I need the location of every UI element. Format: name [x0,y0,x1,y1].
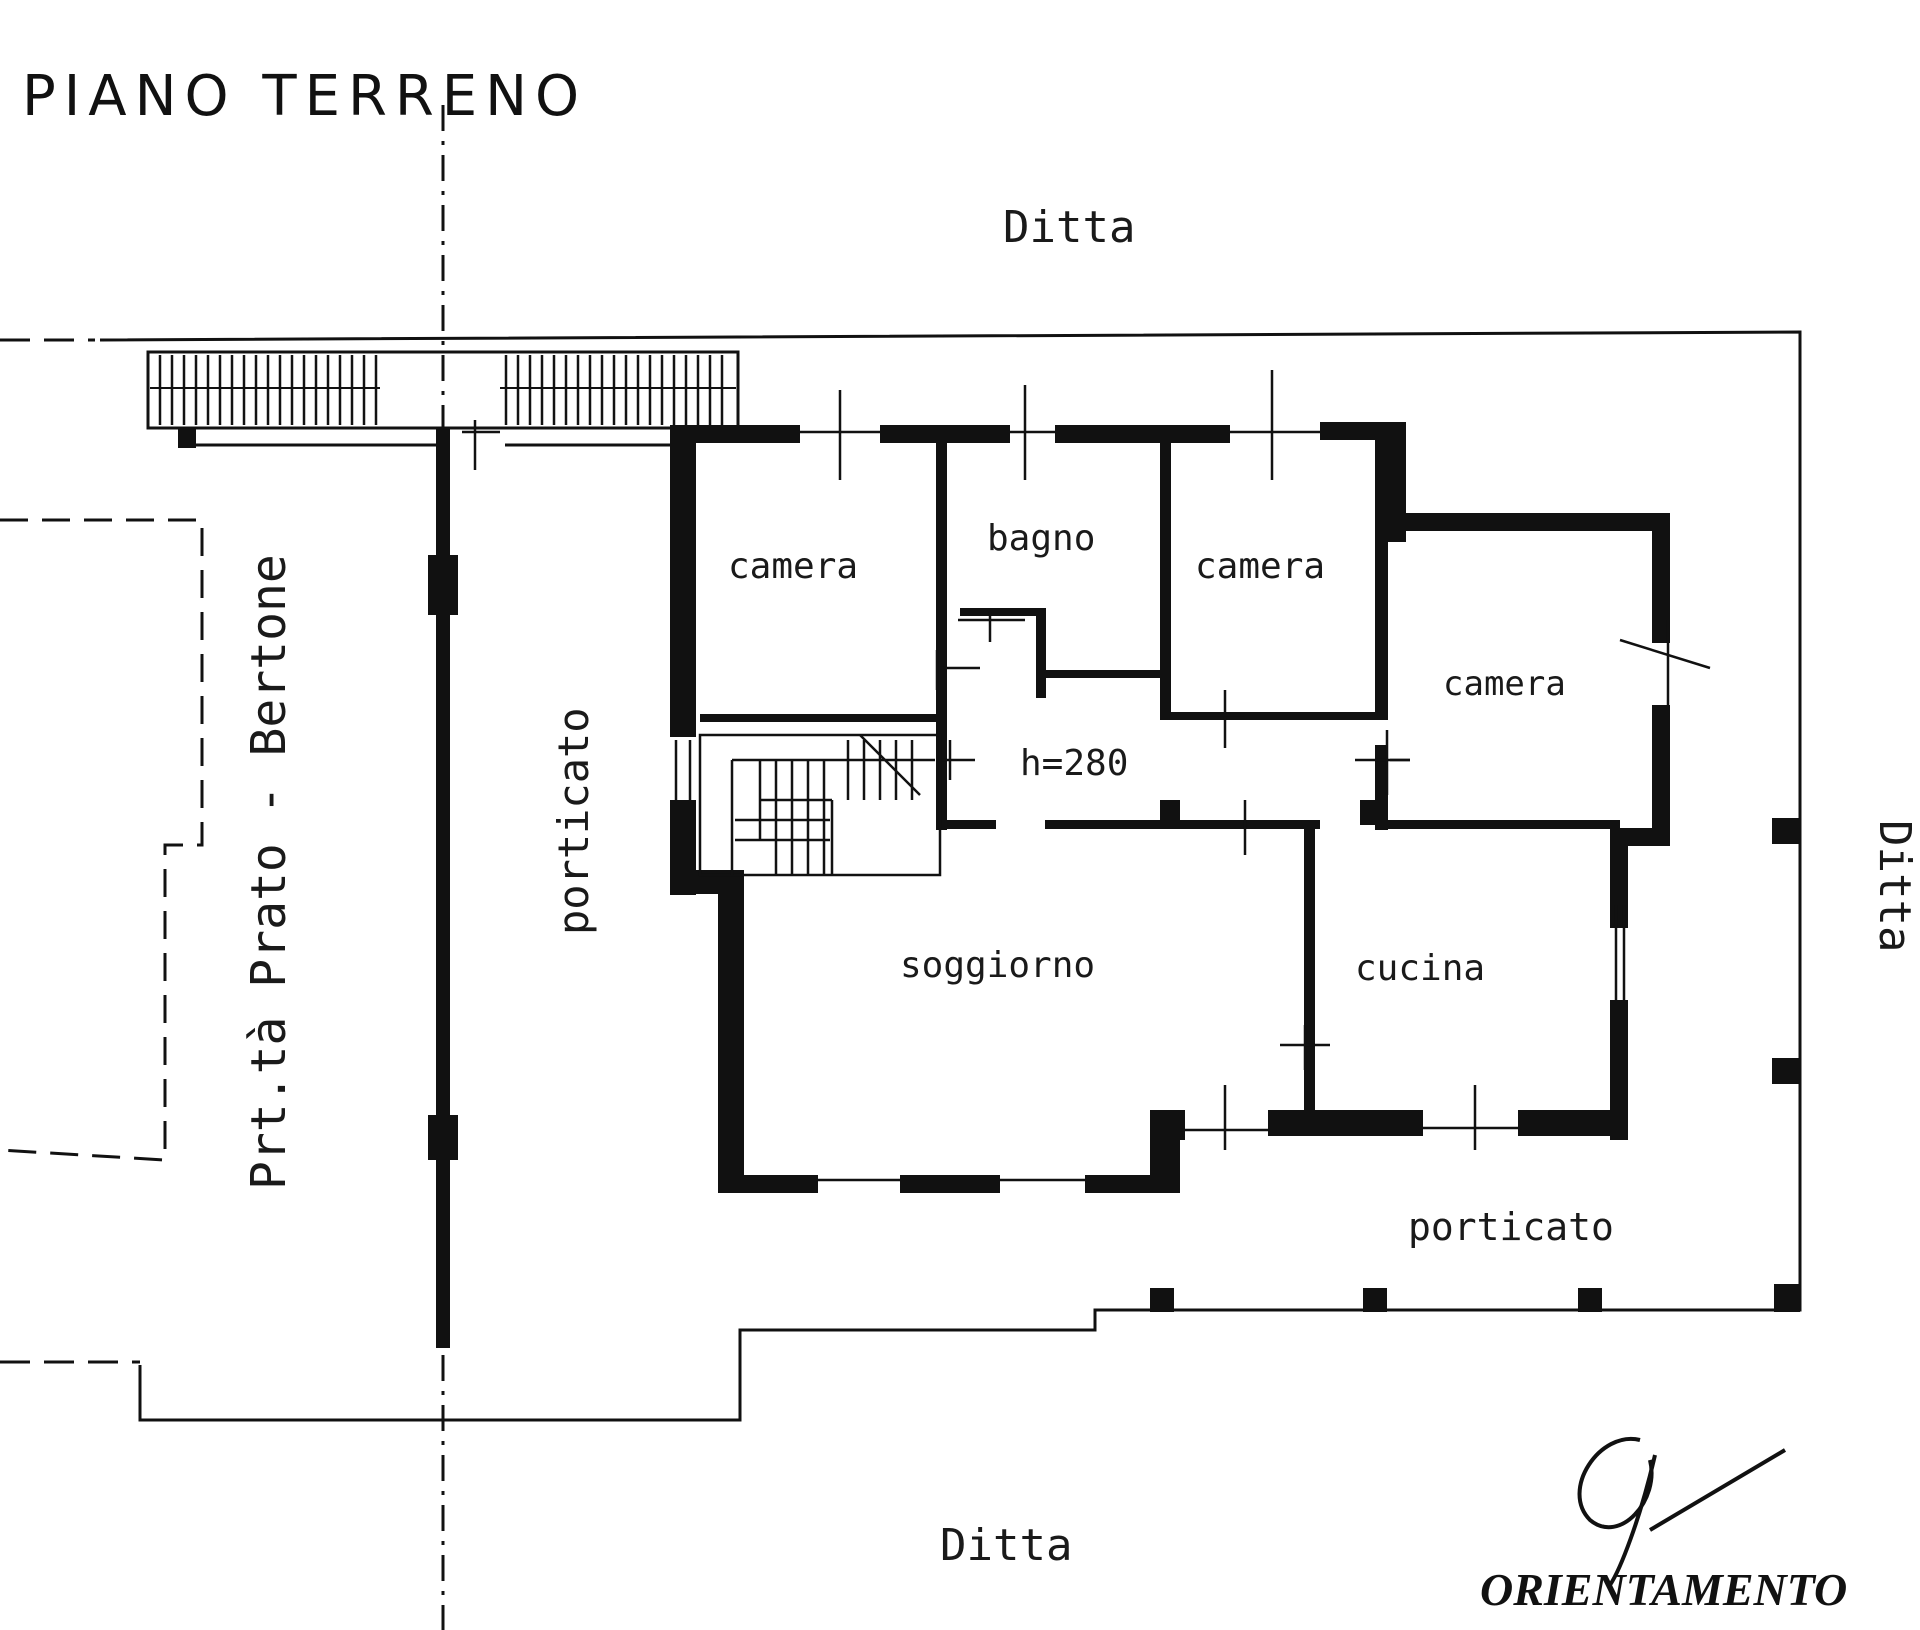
top-stair-strip [146,350,740,448]
room-label-soggiorno: soggiorno [900,945,1095,986]
room-label-bagno: bagno [987,518,1095,559]
height-note: h=280 [1020,743,1128,784]
porch-label-bottom: porticato [1408,1205,1614,1249]
room-label-camera-1: camera [728,546,858,587]
room-label-camera-2: camera [1195,546,1325,587]
internal-stair [698,733,942,877]
side-property-label: Prt.tà Prato - Bertone [241,554,297,1190]
porch-pillars [1150,818,1800,1312]
orientation-symbol-icon [1577,1436,1787,1587]
neighbor-building-outline [0,518,204,1162]
house-walls [670,422,1670,1193]
neighbor-label-bottom: Ditta [940,1520,1072,1571]
plan-title: PIANO TERRENO [22,64,587,129]
central-wall [428,428,458,1348]
neighbor-label-top: Ditta [1003,202,1135,253]
porch-label-left: porticato [549,707,598,935]
room-label-cucina: cucina [1355,948,1485,989]
room-label-camera-3: camera [1443,664,1566,704]
neighbor-label-right: Ditta [1869,820,1920,952]
orientation-label: ORIENTAMENTO [1480,1564,1847,1615]
property-boundary [0,330,1802,1422]
opening-markers [462,370,1711,1182]
